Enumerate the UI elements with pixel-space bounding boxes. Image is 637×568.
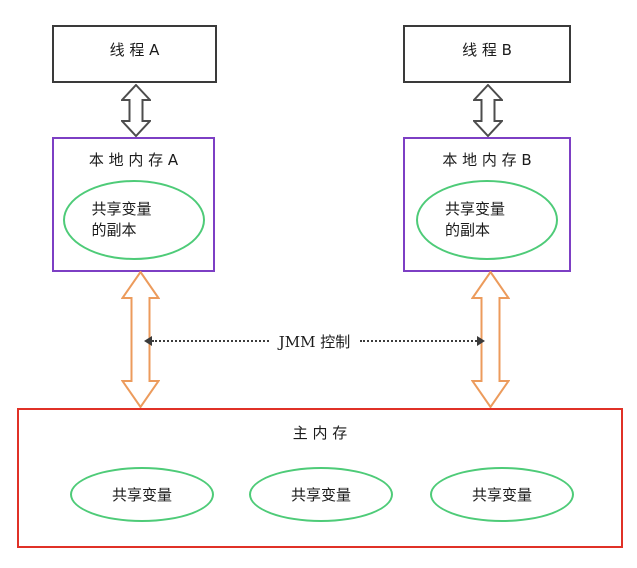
thread-a-local-a-double-arrow-icon <box>121 84 151 137</box>
main-memory-box: 主 内 存 共享变量 共享变量 共享变量 <box>17 408 623 548</box>
shared-variable-ellipse-2: 共享变量 <box>249 467 393 522</box>
dotted-arrowhead-right-icon <box>477 336 485 346</box>
jmm-control-connector: JMM 控制 <box>144 330 485 352</box>
local-memory-b-box: 本 地 内 存 B 共享变量 的副本 <box>403 137 571 272</box>
shared-variable-ellipse-1: 共享变量 <box>70 467 214 522</box>
local-memory-a-shared-variable-copy-ellipse: 共享变量 的副本 <box>62 180 205 260</box>
shared-variable-ellipse-3: 共享变量 <box>430 467 574 522</box>
shared-variable-label: 共享变量 <box>290 486 351 504</box>
copy-line2: 的副本 <box>445 221 491 239</box>
local-memory-b-shared-variable-copy-ellipse: 共享变量 的副本 <box>416 180 558 260</box>
dotted-arrowhead-left-icon <box>144 336 152 346</box>
local-memory-a-title: 本 地 内 存 A <box>88 151 179 169</box>
dotted-line-left <box>152 340 269 342</box>
local-memory-a-box: 本 地 内 存 A 共享变量 的副本 <box>52 137 215 272</box>
dotted-line-right <box>360 340 477 342</box>
copy-line2: 的副本 <box>91 221 137 239</box>
thread-b-box: 线 程 B <box>403 25 571 83</box>
thread-a-label: 线 程 A <box>109 40 160 59</box>
shared-variable-label: 共享变量 <box>471 486 532 504</box>
thread-b-local-b-double-arrow-icon <box>473 84 503 137</box>
copy-line1: 共享变量 <box>445 200 506 218</box>
jmm-control-label: JMM 控制 <box>278 332 351 351</box>
local-b-main-memory-double-arrow-icon <box>471 271 510 408</box>
copy-line1: 共享变量 <box>91 200 152 218</box>
local-memory-b-title: 本 地 内 存 B <box>442 151 532 169</box>
main-memory-title: 主 内 存 <box>292 424 348 442</box>
shared-variable-label: 共享变量 <box>111 486 172 504</box>
thread-b-label: 线 程 B <box>462 40 512 59</box>
local-a-main-memory-double-arrow-icon <box>121 271 160 408</box>
thread-a-box: 线 程 A <box>52 25 217 83</box>
